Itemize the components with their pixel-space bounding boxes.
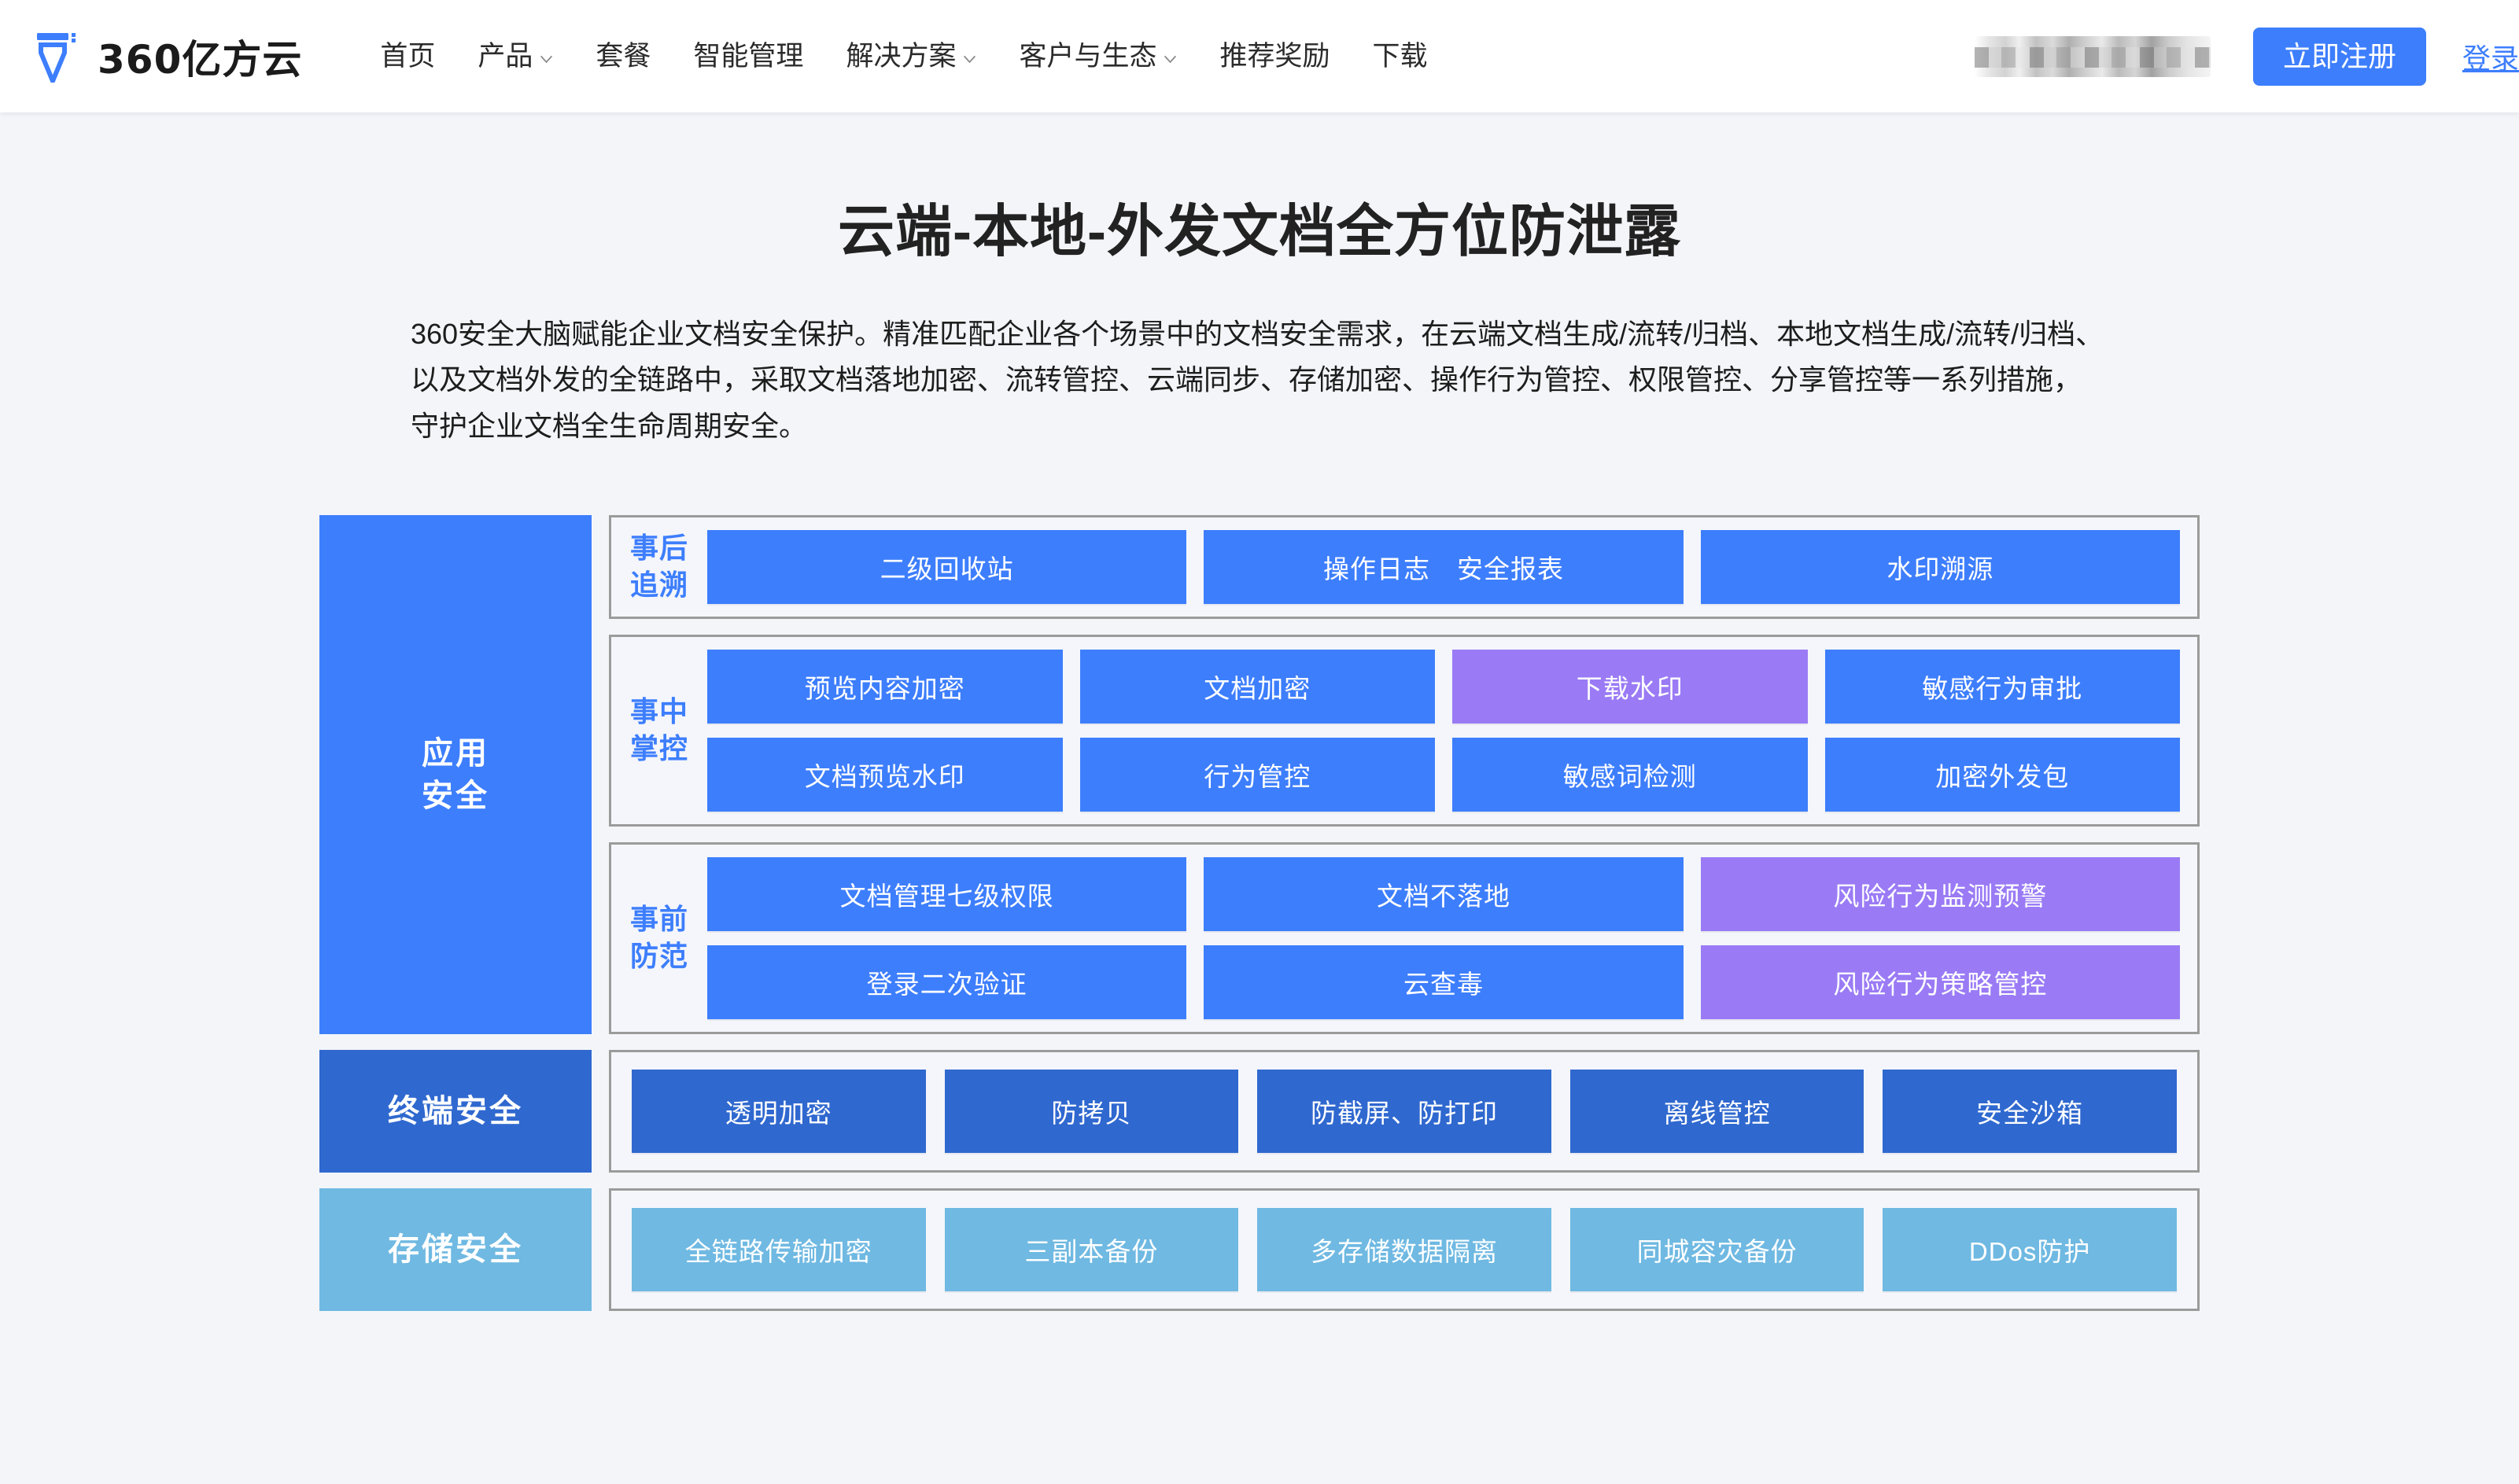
tile-risk-behavior-policy-control[interactable]: 风险行为策略管控 <box>1700 945 2180 1019</box>
group-storage-security: 全链路传输加密 三副本备份 多存储数据隔离 同城容灾备份 DDos防护 <box>609 1188 2200 1311</box>
header-actions: 立即注册 登录 <box>1974 27 2519 86</box>
tile-ddos-protection[interactable]: DDos防护 <box>1883 1207 2177 1291</box>
nav-item-2-label: 套餐 <box>596 41 651 72</box>
tile-same-city-disaster-recovery-backup[interactable]: 同城容灾备份 <box>1569 1207 1864 1291</box>
group-terminal-security: 透明加密 防拷贝 防截屏、防打印 离线管控 安全沙箱 <box>609 1049 2200 1173</box>
tile-transparent-encryption[interactable]: 透明加密 <box>632 1069 926 1153</box>
nav-item-7-label: 下载 <box>1372 41 1428 72</box>
tile-watermark-tracing[interactable]: 水印溯源 <box>1700 529 2180 604</box>
nav-item-6[interactable]: 推荐奖励 <box>1198 0 1351 112</box>
tile-behavior-control[interactable]: 行为管控 <box>1079 737 1435 812</box>
tile-login-two-factor-verification[interactable]: 登录二次验证 <box>707 945 1187 1019</box>
tile-row: 透明加密 防拷贝 防截屏、防打印 离线管控 安全沙箱 <box>632 1069 2177 1153</box>
group-pre-incident-prevention-label: 事前 防范 <box>629 903 688 972</box>
tile-sensitive-word-detection[interactable]: 敏感词检测 <box>1452 737 1808 812</box>
nav-item-1[interactable]: 产品 <box>456 0 574 112</box>
group-post-incident-tracing-label: 事后 追溯 <box>629 532 688 601</box>
tile-seven-level-document-permission[interactable]: 文档管理七级权限 <box>707 856 1187 931</box>
nav-item-3[interactable]: 智能管理 <box>672 0 824 112</box>
tile-row: 文档预览水印 行为管控 敏感词检测 加密外发包 <box>707 737 2180 812</box>
brand-name: 360亿方云 <box>98 36 303 83</box>
group-post-incident-tracing-rows: 二级回收站 操作日志 安全报表 水印溯源 <box>707 529 2180 604</box>
page-content: 云端-本地-外发文档全方位防泄露 360安全大脑赋能企业文档安全保护。精准匹配企… <box>0 185 2519 1311</box>
security-architecture-diagram: 应用 安全 事后 追溯 二级回收站 操作日志 安全报表 水印溯源 <box>319 514 2200 1311</box>
page-description: 360安全大脑赋能企业文档安全保护。精准匹配企业各个场景中的文档安全需求，在云端… <box>411 318 2104 442</box>
pen-nib-logo-icon <box>37 32 76 83</box>
tile-cloud-antivirus[interactable]: 云查毒 <box>1204 945 1684 1019</box>
tile-anti-screenshot-anti-print[interactable]: 防截屏、防打印 <box>1257 1069 1551 1153</box>
group-storage-security-rows: 全链路传输加密 三副本备份 多存储数据隔离 同城容灾备份 DDos防护 <box>632 1207 2177 1291</box>
tile-anti-copy[interactable]: 防拷贝 <box>944 1069 1239 1153</box>
tile-second-level-recycle-bin[interactable]: 二级回收站 <box>707 529 1187 604</box>
nav-item-2[interactable]: 套餐 <box>574 0 672 112</box>
band-storage-security: 存储安全 全链路传输加密 三副本备份 多存储数据隔离 同城容灾备份 DDos防护 <box>319 1188 2200 1311</box>
tile-encrypted-outbound-package[interactable]: 加密外发包 <box>1824 737 2180 812</box>
terminal-security-groups: 透明加密 防拷贝 防截屏、防打印 离线管控 安全沙箱 <box>609 1049 2200 1173</box>
tile-sensitive-action-approval[interactable]: 敏感行为审批 <box>1824 649 2180 724</box>
tile-operation-log-security-report[interactable]: 操作日志 安全报表 <box>1204 529 1684 604</box>
tile-document-preview-watermark[interactable]: 文档预览水印 <box>707 737 1063 812</box>
chevron-down-icon <box>964 55 976 64</box>
contact-phone-redacted <box>1974 35 2211 77</box>
tile-offline-control[interactable]: 离线管控 <box>1569 1069 1864 1153</box>
group-in-process-control-rows: 预览内容加密 文档加密 下载水印 敏感行为审批 文档预览水印 行为管控 敏感词检… <box>707 649 2180 812</box>
nav-item-0-label: 首页 <box>380 41 436 72</box>
tile-row: 登录二次验证 云查毒 风险行为策略管控 <box>707 945 2180 1019</box>
band-application-security: 应用 安全 事后 追溯 二级回收站 操作日志 安全报表 水印溯源 <box>319 514 2200 1034</box>
nav-item-3-label: 智能管理 <box>693 41 804 72</box>
nav-item-5-label: 客户与生态 <box>1019 41 1157 72</box>
tile-preview-content-encryption[interactable]: 预览内容加密 <box>707 649 1063 724</box>
main-nav: 首页 产品 套餐 智能管理 解决方案 客户与生态 推荐奖励 <box>359 0 1448 112</box>
nav-item-0[interactable]: 首页 <box>359 0 456 112</box>
tile-row: 全链路传输加密 三副本备份 多存储数据隔离 同城容灾备份 DDos防护 <box>632 1207 2177 1291</box>
login-link[interactable]: 登录 <box>2462 42 2519 75</box>
tile-triple-replica-backup[interactable]: 三副本备份 <box>944 1207 1239 1291</box>
nav-item-5[interactable]: 客户与生态 <box>998 0 1198 112</box>
tile-row: 二级回收站 操作日志 安全报表 水印溯源 <box>707 529 2180 604</box>
category-storage-security: 存储安全 <box>319 1188 592 1311</box>
group-pre-incident-prevention-rows: 文档管理七级权限 文档不落地 风险行为监测预警 登录二次验证 云查毒 风险行为策… <box>707 856 2180 1019</box>
category-application-security: 应用 安全 <box>319 514 592 1034</box>
tile-full-link-transmission-encryption[interactable]: 全链路传输加密 <box>632 1207 926 1291</box>
tile-no-local-document-storage[interactable]: 文档不落地 <box>1204 856 1684 931</box>
group-terminal-security-rows: 透明加密 防拷贝 防截屏、防打印 离线管控 安全沙箱 <box>632 1069 2177 1153</box>
group-in-process-control: 事中 掌控 预览内容加密 文档加密 下载水印 敏感行为审批 文档预览水印 行为管… <box>609 634 2200 827</box>
band-terminal-security: 终端安全 透明加密 防拷贝 防截屏、防打印 离线管控 安全沙箱 <box>319 1049 2200 1173</box>
nav-item-7[interactable]: 下载 <box>1351 0 1448 112</box>
category-terminal-security-label: 终端安全 <box>388 1093 523 1129</box>
tile-row: 预览内容加密 文档加密 下载水印 敏感行为审批 <box>707 649 2180 724</box>
group-pre-incident-prevention: 事前 防范 文档管理七级权限 文档不落地 风险行为监测预警 登录二次验证 云查毒… <box>609 841 2200 1034</box>
tile-security-sandbox[interactable]: 安全沙箱 <box>1883 1069 2177 1153</box>
tile-row: 文档管理七级权限 文档不落地 风险行为监测预警 <box>707 856 2180 931</box>
tile-multi-storage-data-isolation[interactable]: 多存储数据隔离 <box>1257 1207 1551 1291</box>
group-in-process-control-label: 事中 掌控 <box>629 695 688 764</box>
site-header: 360亿方云 首页 产品 套餐 智能管理 解决方案 客户与生态 <box>0 0 2519 112</box>
nav-item-6-label: 推荐奖励 <box>1219 41 1330 72</box>
application-security-groups: 事后 追溯 二级回收站 操作日志 安全报表 水印溯源 事中 掌控 预 <box>609 514 2200 1034</box>
page-title: 云端-本地-外发文档全方位防泄露 <box>838 201 1681 263</box>
nav-item-1-label: 产品 <box>478 41 533 72</box>
chevron-down-icon <box>1164 55 1177 64</box>
nav-item-4[interactable]: 解决方案 <box>824 0 998 112</box>
group-post-incident-tracing: 事后 追溯 二级回收站 操作日志 安全报表 水印溯源 <box>609 514 2200 619</box>
register-button[interactable]: 立即注册 <box>2252 27 2426 86</box>
tile-risk-behavior-monitoring-alert[interactable]: 风险行为监测预警 <box>1700 856 2180 931</box>
tile-download-watermark[interactable]: 下载水印 <box>1452 649 1808 724</box>
category-terminal-security: 终端安全 <box>319 1049 592 1173</box>
brand-logo[interactable]: 360亿方云 <box>35 28 302 85</box>
category-storage-security-label: 存储安全 <box>388 1232 523 1267</box>
chevron-down-icon <box>540 55 553 64</box>
nav-item-4-label: 解决方案 <box>846 41 957 72</box>
tile-document-encryption[interactable]: 文档加密 <box>1079 649 1435 724</box>
category-application-security-label: 应用 安全 <box>422 735 489 813</box>
storage-security-groups: 全链路传输加密 三副本备份 多存储数据隔离 同城容灾备份 DDos防护 <box>609 1188 2200 1311</box>
